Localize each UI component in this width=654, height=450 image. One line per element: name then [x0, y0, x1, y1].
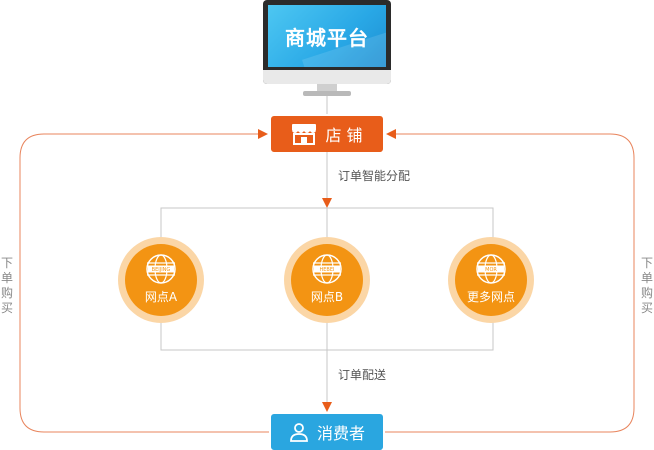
- platform-monitor: 商城平台: [263, 0, 391, 96]
- storefront-icon: [292, 124, 317, 145]
- left-loop-line: [19, 129, 269, 433]
- node-label: 网点B: [310, 289, 344, 304]
- right-loop-line: [385, 129, 635, 433]
- globe-text: MOR: [485, 267, 497, 273]
- store-label: 店 铺: [325, 126, 363, 145]
- user-icon: [290, 423, 308, 442]
- globe-icon: BEIJING: [146, 253, 176, 284]
- node-a: BEIJING 网点A: [118, 237, 204, 323]
- globe-icon: HEBEI: [312, 253, 342, 284]
- globe-text: HEBEI: [320, 267, 335, 273]
- consumer-node: 消费者: [271, 414, 383, 450]
- monitor-base: [303, 91, 351, 96]
- monitor-screen: 商城平台: [268, 5, 386, 67]
- globe-icon: MOR: [476, 253, 506, 284]
- node-b: HEBEI 网点B: [284, 237, 370, 323]
- monitor-bezel: [263, 70, 391, 84]
- right-side-label: 下单购买: [640, 256, 653, 315]
- node-more: MOR 更多网点: [448, 237, 534, 323]
- store-node: 店 铺: [271, 116, 383, 152]
- order-delivery-label: 订单配送: [338, 368, 387, 382]
- monitor-stand: [317, 84, 337, 92]
- order-assign-label: 订单智能分配: [338, 169, 411, 183]
- node-label: 网点A: [144, 289, 178, 304]
- consumer-label: 消费者: [316, 424, 365, 443]
- platform-title: 商城平台: [285, 25, 369, 50]
- left-side-label: 下单购买: [0, 256, 13, 315]
- globe-text: BEIJING: [152, 267, 171, 273]
- node-label: 更多网点: [466, 289, 515, 304]
